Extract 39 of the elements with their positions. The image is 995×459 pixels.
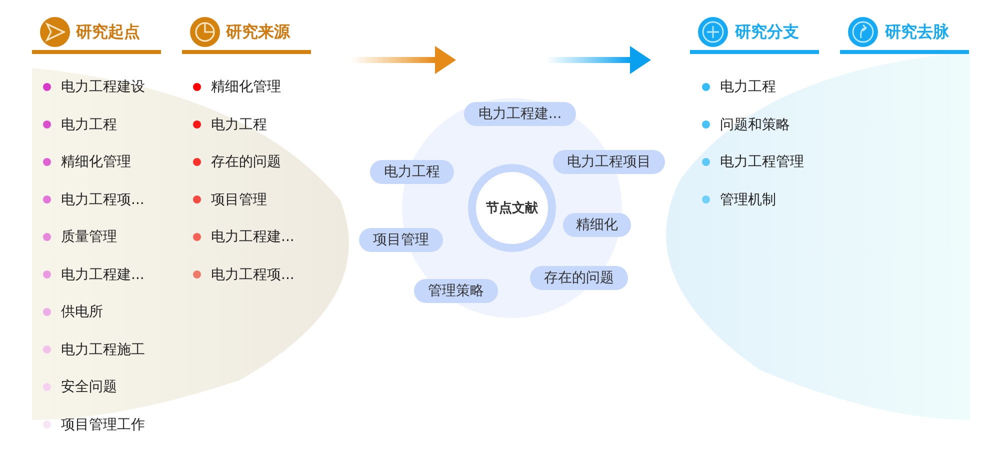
list-item: 供电所 [61,303,103,321]
list-item: 问题和策略 [720,116,790,134]
node-text: 电力工程建... [478,105,562,123]
list-item: 精细化管理 [61,153,131,171]
section-heading: 研究起点 [76,22,140,42]
keyword-pill [553,150,665,174]
node-text: 电力工程项目 [567,153,651,171]
keyword-pill [563,213,631,237]
list-item: 电力工程建... [61,266,144,284]
section-heading: 研究去脉 [885,22,949,42]
list-item: 电力工程 [211,116,267,134]
list-item: 精细化管理 [211,78,281,96]
section-heading: 研究来源 [226,22,290,42]
list-item: 电力工程 [720,78,776,96]
section-heading: 研究分支 [735,22,799,42]
node-text: 管理策略 [428,282,484,300]
node-text: 电力工程 [384,163,440,181]
list-item: 电力工程建... [211,228,294,246]
list-item: 项目管理 [211,190,267,208]
list-item: 电力工程 [61,116,117,134]
keyword-pill [370,160,454,184]
keyword-pill [464,102,576,126]
list-item: 项目管理工作 [61,416,145,434]
keyword-pill [530,266,628,290]
node-text: 节点文献 [486,200,538,217]
list-item: 安全问题 [61,378,117,396]
list-item: 电力工程项... [61,190,144,208]
list-item: 电力工程管理 [720,153,804,171]
list-item: 电力工程建设 [61,78,145,96]
node-text: 精细化 [576,216,618,234]
keyword-pill [359,228,443,252]
list-item: 存在的问题 [211,153,281,171]
list-item: 电力工程施工 [61,340,145,358]
list-item: 管理机制 [720,190,776,208]
list-item: 质量管理 [61,228,117,246]
list-item: 电力工程项... [211,266,294,284]
node-text: 项目管理 [373,231,429,249]
node-text: 存在的问题 [544,269,614,287]
keyword-pill [414,279,498,303]
